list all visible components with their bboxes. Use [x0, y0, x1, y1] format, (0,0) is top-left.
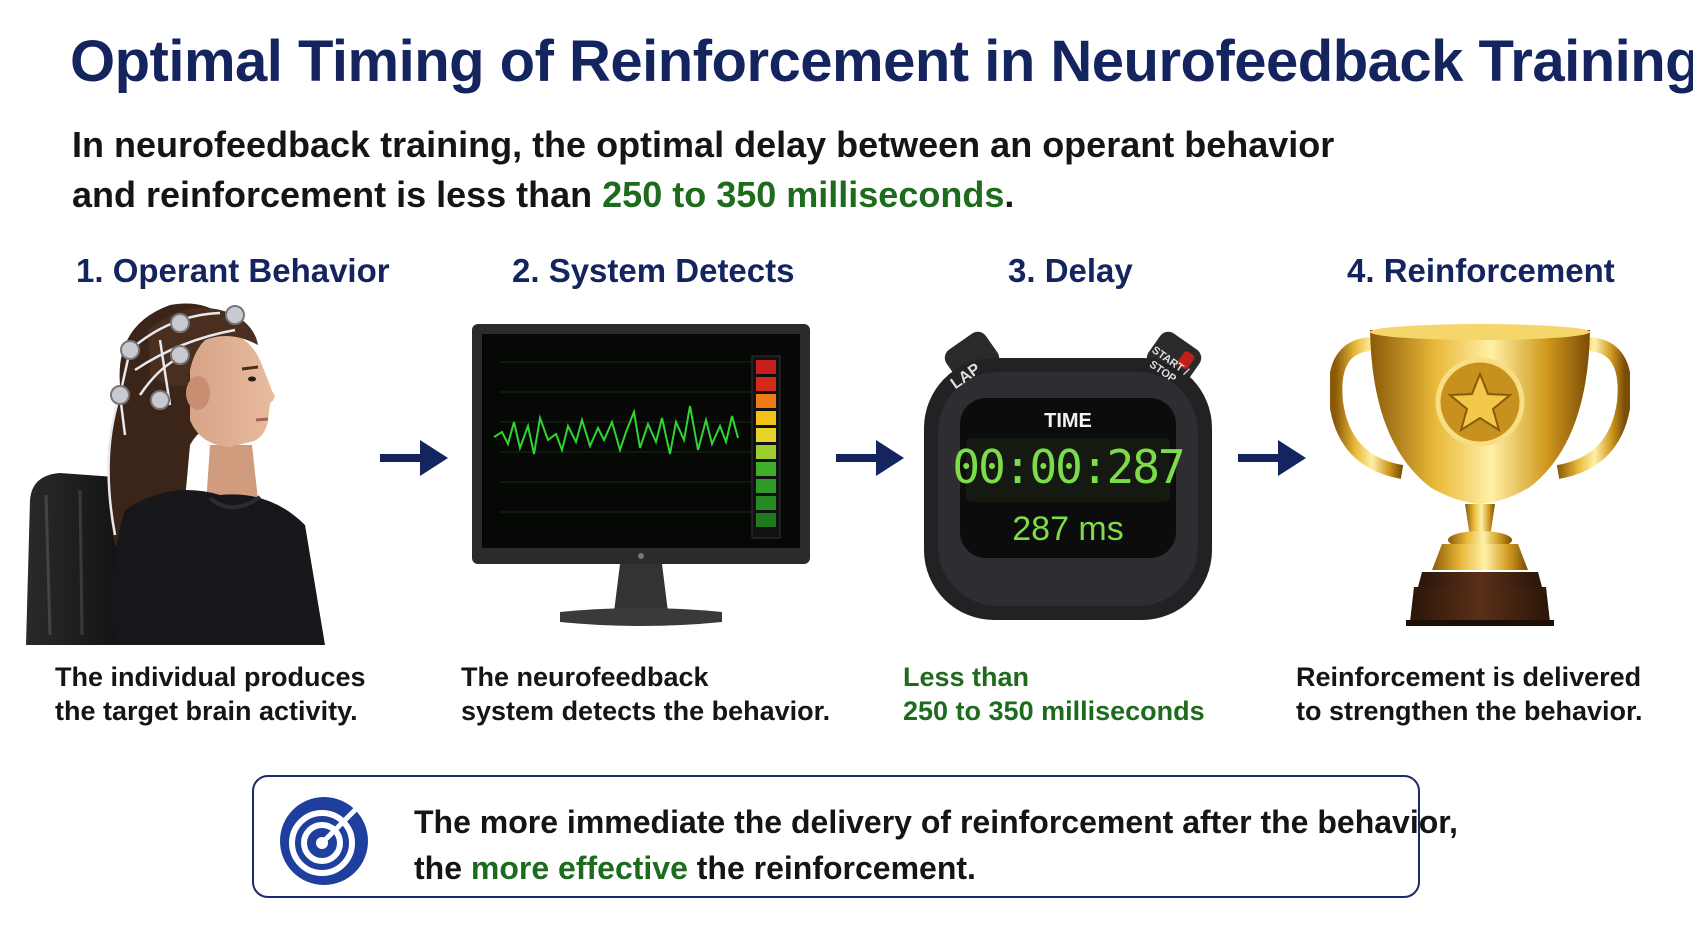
callout-line-1: The more immediate the delivery of reinf… [414, 804, 1458, 840]
step-3-desc-line-1: Less than [903, 662, 1030, 692]
callout-highlight: more effective [470, 850, 688, 886]
subtitle-line-2: and reinforcement is less than 250 to 35… [72, 170, 1572, 220]
step-2-desc-line-2: system detects the behavior. [461, 696, 831, 726]
step-1-description: The individual produces the target brain… [55, 660, 366, 728]
step-4-title: 4. Reinforcement [1347, 252, 1615, 289]
step-4-desc-line-1: Reinforcement is delivered [1296, 662, 1642, 692]
stopwatch-body [924, 331, 1212, 620]
target-dart-icon [280, 795, 370, 885]
monitor-illustration [472, 324, 810, 626]
step-3-title: 3. Delay [1008, 252, 1133, 289]
step-2-description: The neurofeedback system detects the beh… [461, 660, 830, 728]
subtitle-line-2-start: and reinforcement is less than [72, 174, 603, 215]
step-1-title: 1. Operant Behavior [76, 252, 390, 289]
subtitle-highlight: 250 to 350 milliseconds [602, 174, 1005, 215]
callout-line-2-start: the [414, 850, 471, 886]
page-title: Optimal Timing of Reinforcement in Neuro… [70, 29, 1693, 94]
right-arrow-icon [1238, 440, 1306, 476]
callout-text: The more immediate the delivery of reinf… [414, 799, 1458, 891]
step-2-desc-line-1: The neurofeedback [461, 662, 709, 692]
subtitle-line-1: In neurofeedback training, the optimal d… [72, 124, 1335, 165]
step-1-desc-line-1: The individual produces [55, 662, 366, 692]
person-eeg-illustration [26, 303, 326, 645]
time-label: TIME [1044, 410, 1092, 432]
step-4-description: Reinforcement is delivered to strengthen… [1296, 660, 1643, 728]
step-3-description: Less than 250 to 350 milliseconds [903, 660, 1205, 728]
trophy-star-icon [1330, 324, 1630, 626]
step-1-desc-line-2: the target brain activity. [55, 696, 358, 726]
ms-readout: 287 ms [1012, 510, 1124, 548]
subtitle-line-2-end: . [1004, 174, 1015, 215]
step-2-title: 2. System Detects [512, 252, 795, 289]
step-3-desc-line-2: 250 to 350 milliseconds [903, 696, 1205, 726]
callout-line-2: the more effective the reinforcement. [414, 845, 1458, 891]
subtitle: In neurofeedback training, the optimal d… [72, 120, 1572, 220]
key-takeaway-callout: The more immediate the delivery of reinf… [252, 775, 1458, 898]
step-4-desc-line-2: to strengthen the behavior. [1296, 696, 1643, 726]
right-arrow-icon [836, 440, 904, 476]
time-readout: 00:00:287 [952, 440, 1185, 494]
callout-line-2-end: the reinforcement. [687, 850, 976, 886]
right-arrow-icon [380, 440, 448, 476]
stopwatch: LAP START / STOP TIME 00:00:287 287 ms [918, 330, 1218, 630]
